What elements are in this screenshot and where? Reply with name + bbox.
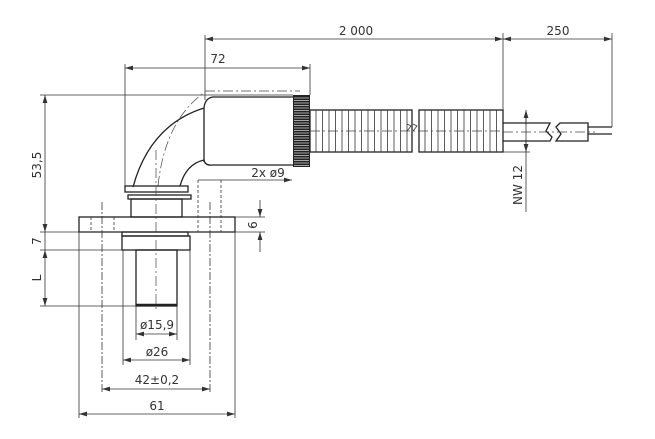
- dim-wire-length: 250: [547, 24, 570, 38]
- dim-hole-pitch: 42±0,2: [135, 373, 179, 387]
- dim-tube-length: L: [30, 274, 44, 281]
- dim-flange-thickness: 6: [246, 221, 260, 229]
- dim-holes: 2x ø9: [251, 166, 285, 180]
- corrugated-hose: [309, 109, 504, 153]
- dim-flange-width: 61: [149, 399, 164, 413]
- flange-assembly: [78, 150, 236, 392]
- dim-elbow-height: 53,5: [30, 152, 44, 179]
- dimension-lines: [40, 33, 613, 418]
- dim-ring-dia: ø26: [146, 345, 169, 359]
- dim-cable-nominal: NW 12: [511, 165, 525, 205]
- dim-elbow-width: 72: [210, 52, 225, 66]
- knurled-nut: [293, 95, 310, 167]
- dim-tube-dia: ø15,9: [140, 318, 174, 332]
- dim-cable-length: 2 000: [339, 24, 373, 38]
- dim-ring-height: 7: [30, 237, 44, 245]
- cable-wire: [503, 122, 612, 142]
- elbow-body: [132, 90, 300, 188]
